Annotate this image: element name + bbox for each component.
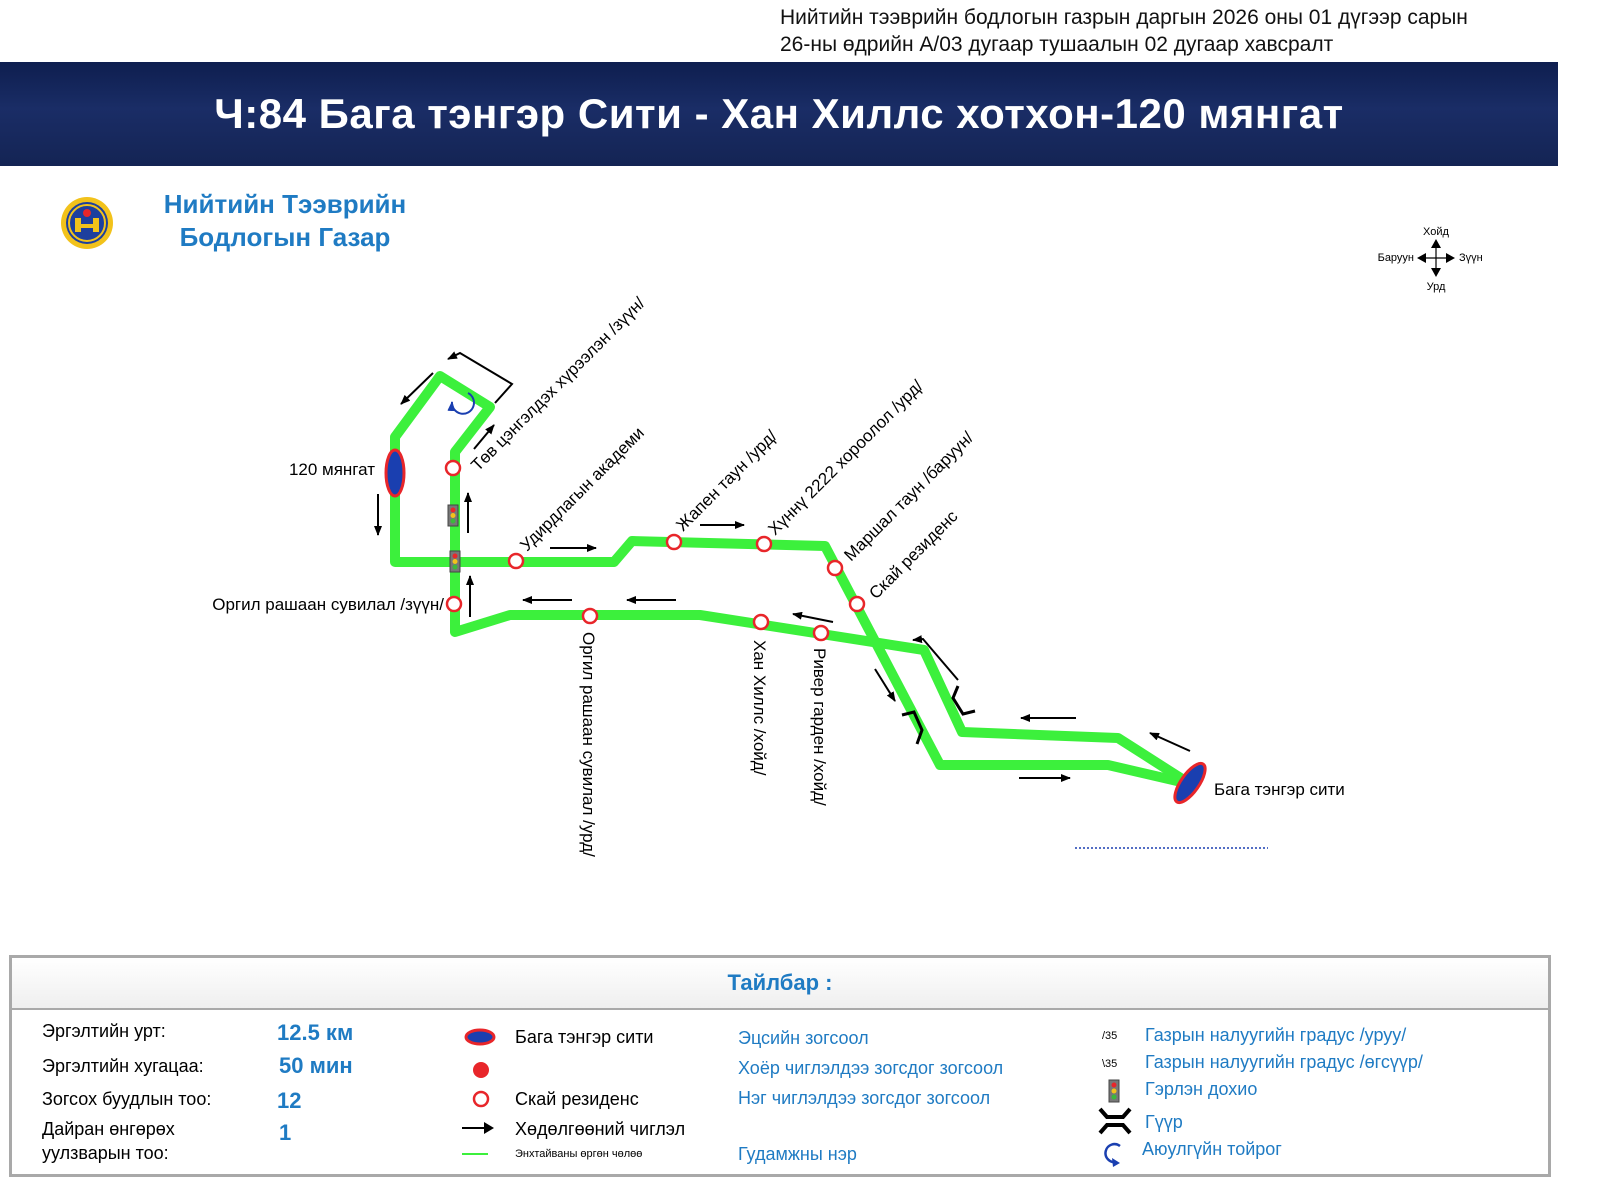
route-inbound xyxy=(390,371,1195,789)
title-banner: Ч:84 Бага тэнгэр Сити - Хан Хиллс хотхон… xyxy=(0,62,1558,166)
direction-arrow xyxy=(874,668,896,702)
legend-street-desc: Гудамжны нэр xyxy=(738,1144,857,1164)
two-way-stop-icon xyxy=(473,1062,489,1078)
crossings-value: 1 xyxy=(279,1120,292,1145)
decree-line-2: 26-ны өдрийн А/03 дугаар тушаалын 02 дуг… xyxy=(780,33,1334,56)
stop-marker xyxy=(581,607,599,625)
terminal-marker xyxy=(384,448,406,498)
legend-one-way-desc: Нэг чиглэлдээ зогсдог зогсоол xyxy=(738,1088,991,1108)
compass-east: Зүүн xyxy=(1459,252,1483,264)
legend-stop-example: Скай резиденс xyxy=(515,1089,639,1109)
stop-label: Оргил рашаан сувилал /зүүн/ xyxy=(212,595,444,614)
legend-panel: Тайлбар : Эргэлтийн урт: 12.5 км Эргэлти… xyxy=(9,955,1551,1177)
route-map: Хойд Урд Баруун Зүүн xyxy=(212,226,1483,857)
compass-icon: Хойд Урд Баруун Зүүн xyxy=(1378,226,1483,293)
legend-route-line: Энхтайваны өргөн чөлөө xyxy=(515,1148,643,1160)
traffic-light-icon xyxy=(1108,1079,1120,1103)
compass-west: Баруун xyxy=(1378,252,1414,264)
bridge-icon xyxy=(1098,1107,1132,1135)
duration-label: Эргэлтийн хугацаа: xyxy=(42,1056,204,1076)
terminal-marker xyxy=(1173,761,1207,805)
direction-arrow xyxy=(912,635,959,681)
compass-north: Хойд xyxy=(1423,226,1449,238)
direction-arrow xyxy=(447,351,514,404)
one-way-stop-icon xyxy=(472,1090,490,1108)
route-lines xyxy=(390,371,1195,789)
slope-down-icon: /35 xyxy=(1102,1030,1118,1042)
slope-up-icon: \35 xyxy=(1102,1058,1118,1070)
terminal-symbol-icon xyxy=(464,1028,496,1046)
legend-terminal-desc: Эцсийн зогсоол xyxy=(738,1028,869,1048)
duration-value: 50 мин xyxy=(279,1053,353,1078)
stop-marker xyxy=(665,533,683,551)
direction-arrow xyxy=(400,372,434,405)
stop-label: Ривер гарден /хойд/ xyxy=(810,648,829,806)
decree-note: Нийтийн тээврийн бодлогын газрын даргын … xyxy=(780,4,1580,58)
direction-arrows xyxy=(374,351,1191,782)
stop-label: Оргил рашаан сувилал /урд/ xyxy=(579,632,598,857)
legend-direction: Хөдөлгөөний чиглэл xyxy=(515,1119,686,1139)
legend-terminal-example: Бага тэнгэр сити xyxy=(515,1027,654,1047)
traffic-light-icon xyxy=(449,550,461,573)
legend-traffic-light: Гэрлэн дохио xyxy=(1145,1079,1258,1099)
org-name-line-1: Нийтийн Тээврийн xyxy=(163,189,407,219)
crossings-label-1: Дайран өнгөрөх xyxy=(42,1119,175,1139)
stop-marker xyxy=(752,613,770,631)
direction-arrow xyxy=(473,424,495,450)
legend-bridge: Гүүр xyxy=(1145,1112,1183,1132)
legend-two-way-desc: Хоёр чиглэлдээ зогсдог зогсоол xyxy=(738,1058,1004,1078)
org-name: Нийтийн Тээврийн Бодлогын Газар xyxy=(150,188,420,254)
stop-label: Жапен таун /урд/ xyxy=(672,426,781,535)
terminal-label-end: Бага тэнгэр сити xyxy=(1214,780,1345,799)
stops-count-value: 12 xyxy=(277,1088,302,1113)
legend-roundabout: Аюулгүйн тойрог xyxy=(1142,1139,1282,1159)
legend-slope-down: Газрын налуугийн градус /уруу/ xyxy=(1145,1025,1407,1045)
stop-label: Удирдлагын академи xyxy=(516,423,648,555)
route-outbound xyxy=(390,470,1195,789)
org-logo-icon xyxy=(61,197,113,249)
route-title: Ч:84 Бага тэнгэр Сити - Хан Хиллс хотхон… xyxy=(214,90,1344,137)
crossings-label-2: уулзварын тоо: xyxy=(42,1143,169,1163)
traffic-light-icon xyxy=(447,504,459,527)
stops-count-label: Зогсох буудлын тоо: xyxy=(42,1089,212,1109)
legend-slope-up: Газрын налуугийн градус /өгсүүр/ xyxy=(1145,1052,1423,1072)
stop-label: Хан Хиллс /хойд/ xyxy=(750,640,769,776)
stop-marker xyxy=(507,552,525,570)
stop-marker xyxy=(812,624,830,642)
stop-marker xyxy=(445,595,463,613)
direction-arrow-icon xyxy=(462,1122,494,1134)
bridge-icon xyxy=(901,685,976,745)
decree-line-1: Нийтийн тээврийн бодлогын газрын даргын … xyxy=(780,6,1468,29)
roundabout-icon xyxy=(1104,1142,1121,1167)
stop-marker xyxy=(826,559,844,577)
terminal-label-start: 120 мянгат xyxy=(289,460,375,479)
org-name-line-2: Бодлогын Газар xyxy=(179,222,391,252)
compass-south: Урд xyxy=(1427,281,1446,293)
length-value: 12.5 км xyxy=(277,1020,354,1045)
legend-header: Тайлбар : xyxy=(12,958,1548,1010)
legend-title: Тайлбар : xyxy=(727,970,833,995)
direction-arrow xyxy=(792,611,834,623)
stop-marker xyxy=(755,535,773,553)
direction-arrow xyxy=(1149,732,1191,752)
route-line-icon xyxy=(462,1153,488,1155)
stop-marker xyxy=(848,595,866,613)
stop-marker xyxy=(444,459,462,477)
stops xyxy=(444,459,866,642)
roundabout-icon xyxy=(447,392,475,415)
length-label: Эргэлтийн урт: xyxy=(42,1021,166,1041)
